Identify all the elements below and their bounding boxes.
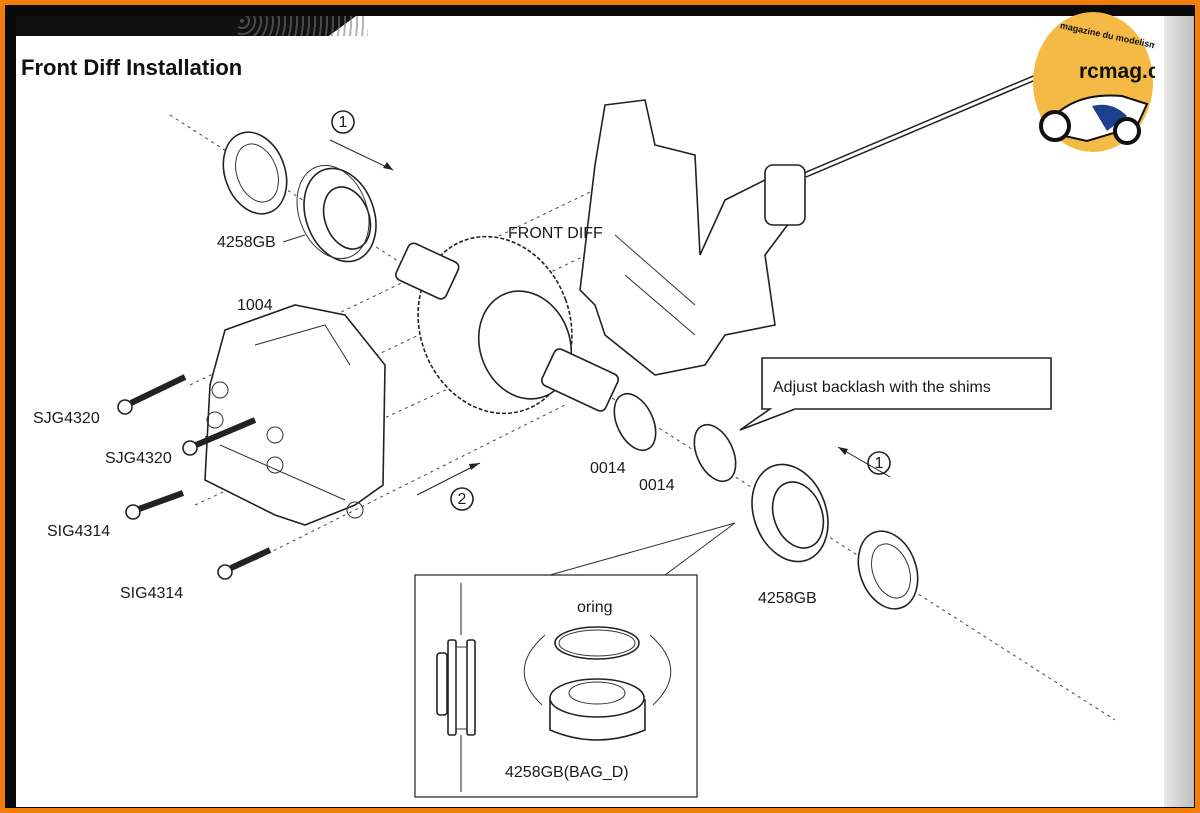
svg-text:rcmag.com: rcmag.com bbox=[1079, 60, 1155, 83]
label-screw: SIG4314 bbox=[120, 585, 183, 602]
screw-sjg4320-2 bbox=[182, 417, 257, 456]
callout-backlash: Adjust backlash with the shims bbox=[739, 357, 1052, 431]
rcmag-logo: rcmag.com magazine du modelisme bbox=[1033, 12, 1155, 152]
inset-detail-box: oring 4258GB(BAG_D) bbox=[414, 522, 736, 798]
label-screw: SJG4320 bbox=[33, 410, 100, 427]
bearing-right-outer bbox=[857, 530, 919, 610]
svg-text:2: 2 bbox=[458, 491, 467, 508]
label-bearing-top: 4258GB bbox=[217, 234, 276, 251]
screw-sig4314-1 bbox=[125, 490, 185, 520]
label-bearing-right: 4258GB bbox=[758, 590, 817, 607]
exploded-diagram: 1 2 1 Adjust backlash with the shims bbox=[33, 62, 1116, 798]
step-marker-2: 2 bbox=[450, 487, 474, 511]
svg-text:1: 1 bbox=[875, 455, 884, 472]
screw-sig4314-2 bbox=[217, 547, 272, 580]
bearing-top-outer bbox=[222, 131, 288, 215]
inset-oring bbox=[554, 626, 640, 660]
arrow-right bbox=[416, 462, 481, 496]
step-marker-1-top: 1 bbox=[331, 110, 355, 134]
gearbox-bulkhead bbox=[579, 99, 806, 376]
image-frame: Front Diff Installation bbox=[5, 5, 1195, 808]
svg-text:1: 1 bbox=[339, 114, 348, 131]
axis-line bbox=[204, 226, 646, 438]
page-title: Front Diff Installation bbox=[21, 55, 243, 80]
label-housing: 1004 bbox=[237, 297, 273, 314]
step-marker-1-right: 1 bbox=[867, 451, 891, 475]
axis-line bbox=[254, 404, 566, 561]
bearing-right bbox=[751, 463, 829, 563]
svg-text:Adjust backlash with the shims: Adjust backlash with the shims bbox=[773, 379, 991, 396]
hex-pattern bbox=[238, 16, 368, 36]
front-diff bbox=[395, 235, 619, 415]
arrow-right bbox=[329, 139, 394, 171]
bearing-top bbox=[296, 164, 377, 263]
label-shim: 0014 bbox=[639, 477, 675, 494]
arrow-left bbox=[837, 446, 891, 478]
manual-page: Front Diff Installation bbox=[16, 16, 1194, 807]
shim-0014-1 bbox=[613, 392, 657, 452]
shim-0014-2 bbox=[693, 423, 737, 483]
page-edge bbox=[1164, 16, 1194, 807]
label-screw: SJG4320 bbox=[105, 450, 172, 467]
label-shim: 0014 bbox=[590, 460, 626, 477]
svg-text:oring: oring bbox=[577, 599, 613, 616]
svg-text:4258GB(BAG_D): 4258GB(BAG_D) bbox=[505, 764, 629, 781]
label-screw: SIG4314 bbox=[47, 523, 110, 540]
screw-sjg4320-1 bbox=[117, 374, 187, 415]
housing-1004 bbox=[204, 304, 386, 526]
label-front-diff: FRONT DIFF bbox=[508, 225, 603, 242]
